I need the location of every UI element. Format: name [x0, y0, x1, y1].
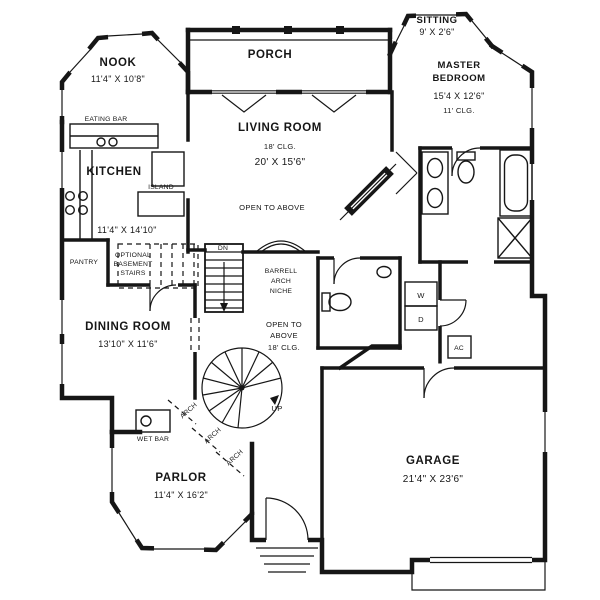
master-bedroom-label-2: BEDROOM: [432, 73, 485, 84]
arch-label-3: ARCH: [225, 449, 245, 468]
porch-label: PORCH: [248, 49, 293, 61]
garage-dims: 21'4" X 23'6": [403, 474, 464, 485]
doors: [149, 147, 481, 541]
fireplace: [339, 163, 397, 221]
barrel-arch-label-1: BARRELL: [265, 268, 297, 275]
eating-bar-label: EATING BAR: [85, 116, 128, 123]
ac-label: AC: [454, 345, 464, 352]
washer-label: W: [417, 291, 425, 300]
master-bedroom-dims: 15'4 X 12'6": [433, 91, 484, 101]
bath-fixtures: [321, 149, 533, 312]
kitchen-label: KITCHEN: [86, 166, 141, 178]
optional-stairs-label-2: BASEMENT: [114, 261, 153, 268]
living-room-ceiling: 18' CLG.: [264, 142, 296, 151]
porch-posts: [190, 26, 388, 41]
arch-label-2: ARCH: [203, 427, 223, 446]
garage-apron: [411, 560, 546, 591]
labels: NOOK 11'4" X 10'8" PORCH SITTING 9' X 2'…: [70, 15, 485, 500]
down-arrow-icon: [220, 303, 228, 312]
wet-bar-fixture: [135, 409, 171, 433]
garage-label: GARAGE: [406, 455, 460, 467]
living-room-dims: 20' X 15'6": [255, 157, 306, 168]
living-room-label: LIVING ROOM: [238, 122, 322, 134]
nook-dims: 11'4" X 10'8": [91, 74, 145, 84]
sitting-label: SITTING: [417, 15, 458, 26]
arch-openings: [117, 243, 245, 477]
barrel-arch-label-2: ARCH: [271, 278, 291, 285]
dining-room-label: DINING ROOM: [85, 321, 171, 333]
spiral-staircase: [201, 347, 283, 429]
barrel-arch-niche: [255, 240, 307, 253]
kitchen-fixtures: [64, 123, 185, 240]
parlor-label: PARLOR: [155, 472, 206, 484]
up-label: UP: [271, 404, 282, 413]
basement-stairs: [204, 243, 244, 313]
dining-room-dims: 13'10" X 11'6": [98, 339, 157, 349]
up-arrow-icon: [270, 395, 279, 405]
sitting-dims: 9' X 2'6": [419, 27, 454, 37]
open-above-label-2: ABOVE: [270, 331, 298, 340]
island-label: ISLAND: [148, 184, 174, 191]
laundry-appliances: [404, 281, 472, 359]
master-bedroom-ceiling: 11' CLG.: [443, 106, 475, 115]
open-above-label-3: 18' CLG.: [268, 343, 300, 352]
parlor-dims: 11'4" X 16'2": [154, 490, 208, 500]
nook-label: NOOK: [100, 57, 137, 69]
living-room-open-note: OPEN TO ABOVE: [239, 203, 305, 212]
dryer-label: D: [418, 315, 424, 324]
open-above-label-1: OPEN TO: [266, 320, 302, 329]
optional-stairs-label-3: STAIRS: [120, 270, 146, 277]
wet-bar-label: WET BAR: [137, 436, 169, 443]
optional-stairs-label-1: OPTIONAL: [115, 252, 151, 259]
pantry-label: PANTRY: [70, 259, 98, 266]
kitchen-dims: 11'4" X 14'10": [97, 225, 156, 235]
windows: [61, 14, 546, 564]
entry-steps: [256, 547, 318, 573]
master-bedroom-label-1: MASTER: [437, 60, 480, 71]
dn-label: DN: [218, 245, 228, 252]
barrel-arch-label-3: NICHE: [270, 288, 292, 295]
